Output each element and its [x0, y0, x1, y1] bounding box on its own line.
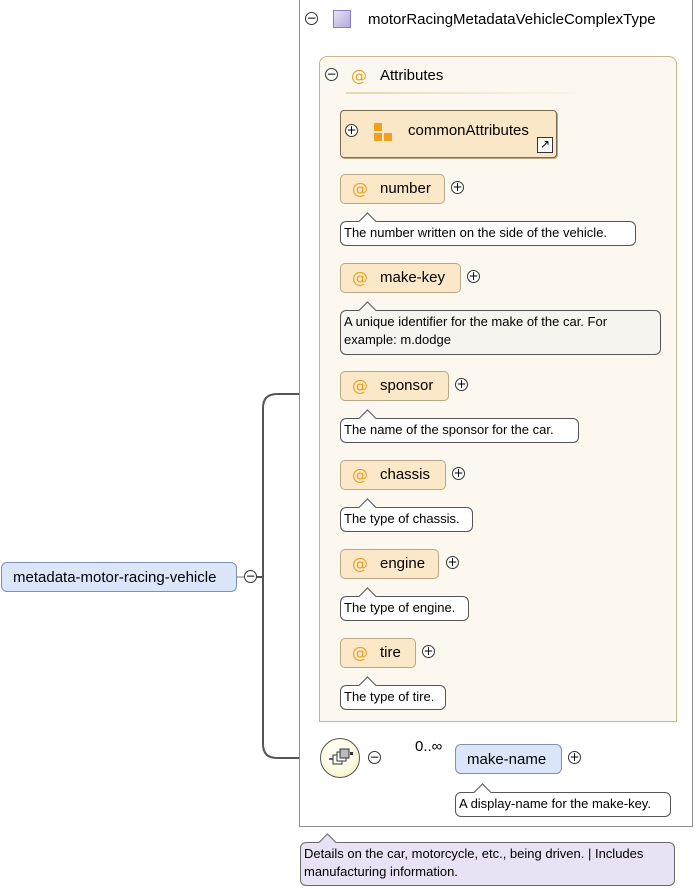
- doc-text: The type of engine.: [344, 600, 456, 615]
- attribute-sponsor[interactable]: @ sponsor: [340, 371, 449, 401]
- make-name-expand-toggle[interactable]: +: [568, 750, 581, 764]
- attribute-at-icon: @: [352, 465, 368, 484]
- attribute-name: engine: [380, 555, 426, 572]
- complex-type-doc: Details on the car, motorcycle, etc., be…: [300, 833, 675, 886]
- sequence-compositor[interactable]: [320, 738, 360, 778]
- attribute-sponsor-doc: The name of the sponsor for the car.: [340, 409, 579, 443]
- attribute-engine-doc: The type of engine.: [340, 587, 469, 621]
- attribute-sponsor-expand-toggle[interactable]: +: [455, 377, 468, 391]
- attribute-number-doc: The number written on the side of the ve…: [340, 212, 636, 246]
- doc-text: The number written on the side of the ve…: [344, 225, 608, 240]
- element-make-name[interactable]: make-name: [455, 744, 562, 774]
- complex-type-collapse-toggle[interactable]: −: [305, 11, 318, 25]
- attribute-chassis[interactable]: @ chassis: [340, 460, 446, 490]
- attribute-at-icon: @: [352, 643, 368, 662]
- attributes-header-divider: [346, 92, 591, 94]
- element-name: make-name: [467, 751, 547, 768]
- attribute-name: make-key: [380, 269, 446, 286]
- attribute-name: chassis: [380, 466, 431, 483]
- attribute-name: sponsor: [380, 377, 434, 394]
- attribute-at-icon: @: [352, 376, 368, 395]
- attribute-make-key[interactable]: @ make-key: [340, 263, 461, 293]
- attribute-tire-expand-toggle[interactable]: +: [422, 644, 435, 658]
- attribute-tire-doc: The type of tire.: [340, 676, 446, 710]
- doc-text: The type of tire.: [344, 689, 435, 704]
- attribute-at-icon: @: [352, 268, 368, 287]
- reference-link-icon[interactable]: ↗: [537, 137, 553, 153]
- doc-text: A unique identifier for the make of the …: [344, 314, 608, 347]
- sequence-collapse-toggle[interactable]: −: [368, 750, 381, 764]
- doc-text: The name of the sponsor for the car.: [344, 422, 554, 437]
- attribute-engine-expand-toggle[interactable]: +: [446, 555, 459, 569]
- complex-type-name: motorRacingMetadataVehicleComplexType: [368, 11, 656, 28]
- sequence-cardinality: 0..∞: [415, 738, 443, 755]
- attribute-make-key-doc: A unique identifier for the make of the …: [340, 301, 661, 355]
- doc-text: Details on the car, motorcycle, etc., be…: [304, 846, 644, 879]
- root-element-collapse-toggle[interactable]: −: [244, 569, 257, 583]
- attribute-tire[interactable]: @ tire: [340, 638, 416, 668]
- attribute-chassis-doc: The type of chassis.: [340, 498, 473, 532]
- common-attributes-label: commonAttributes: [408, 122, 529, 139]
- doc-text: A display-name for the make-key.: [459, 796, 651, 811]
- root-element-metadata-motor-racing-vehicle[interactable]: metadata-motor-racing-vehicle: [1, 562, 237, 592]
- attributes-group-title: Attributes: [380, 67, 444, 84]
- attribute-at-icon: @: [352, 179, 368, 198]
- common-attributes-expand-toggle[interactable]: +: [345, 123, 358, 137]
- attributes-collapse-toggle[interactable]: −: [325, 67, 338, 81]
- attribute-name: number: [380, 180, 431, 197]
- attribute-number[interactable]: @ number: [340, 174, 445, 204]
- attribute-at-icon: @: [351, 66, 367, 85]
- doc-text: The type of chassis.: [344, 511, 460, 526]
- attribute-make-key-expand-toggle[interactable]: +: [467, 269, 480, 283]
- attribute-group-icon: [374, 123, 394, 143]
- sequence-icon: [329, 748, 353, 765]
- attribute-engine[interactable]: @ engine: [340, 549, 439, 579]
- element-make-name-doc: A display-name for the make-key.: [455, 783, 671, 817]
- complex-type-icon: [333, 10, 351, 28]
- element-name: metadata-motor-racing-vehicle: [13, 569, 217, 586]
- attribute-chassis-expand-toggle[interactable]: +: [452, 466, 465, 480]
- attribute-at-icon: @: [352, 554, 368, 573]
- attribute-number-expand-toggle[interactable]: +: [451, 180, 464, 194]
- attribute-name: tire: [380, 644, 401, 661]
